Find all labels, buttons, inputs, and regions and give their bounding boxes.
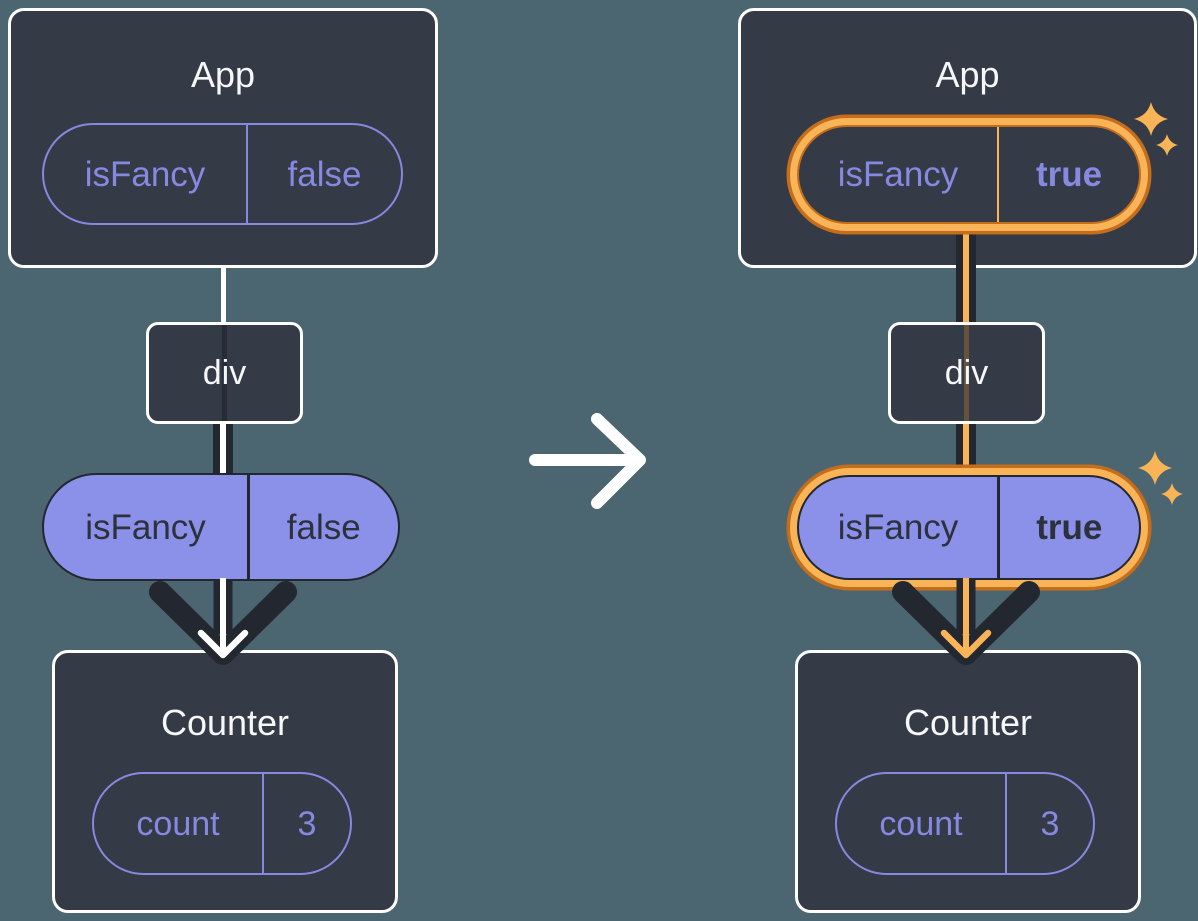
- flow-arrow-down-icon: [149, 578, 297, 665]
- flow-arrow-down-icon: [892, 578, 1040, 665]
- counter-state-pill-before: count 3: [92, 772, 352, 875]
- prop-pill-before: isFancy false: [42, 473, 400, 581]
- prop-value: false: [286, 507, 361, 547]
- state-name: count: [136, 804, 220, 843]
- connector-div-prop-after: [956, 422, 976, 474]
- div-node-after: div: [888, 322, 1045, 424]
- app-title: App: [190, 54, 256, 95]
- state-value: 3: [297, 804, 317, 843]
- connector-div-prop-before: [213, 422, 233, 474]
- connector-app-div-after: [956, 225, 976, 323]
- div-label: div: [202, 353, 247, 392]
- state-name: isFancy: [837, 155, 959, 194]
- pill-divider: [997, 477, 1000, 578]
- counter-title: Counter: [903, 702, 1033, 743]
- passthrough-stripe: [222, 325, 227, 421]
- state-value: 3: [1040, 804, 1060, 843]
- passthrough-stripe: [964, 325, 969, 421]
- connector-app-div-before: [221, 265, 226, 322]
- prop-name: isFancy: [837, 508, 959, 547]
- state-value: true: [1035, 155, 1103, 194]
- prop-value: true: [1036, 508, 1103, 547]
- sparkles-icon: [1138, 451, 1183, 505]
- counter-title: Counter: [160, 702, 290, 743]
- pill-divider: [262, 774, 264, 873]
- app-title: App: [935, 54, 1000, 95]
- app-state-pill-after: isFancy true: [797, 125, 1141, 224]
- prop-pill-after: isFancy true: [797, 475, 1141, 580]
- state-value: false: [287, 154, 362, 194]
- counter-state-pill-after: count 3: [835, 772, 1095, 875]
- counter-card-after: Counter: [795, 650, 1141, 913]
- transition-arrow-right-icon: [529, 413, 646, 509]
- app-state-pill-before: isFancy false: [42, 123, 403, 225]
- div-label: div: [944, 353, 989, 392]
- prop-name: isFancy: [85, 507, 206, 547]
- pill-divider: [1005, 774, 1007, 873]
- state-name: count: [879, 804, 963, 843]
- pill-divider: [246, 125, 248, 223]
- pill-divider: [997, 127, 999, 222]
- pill-divider: [247, 475, 250, 579]
- sparkles-icon: [1134, 102, 1178, 156]
- state-name: isFancy: [84, 154, 206, 194]
- div-node-before: div: [146, 322, 303, 424]
